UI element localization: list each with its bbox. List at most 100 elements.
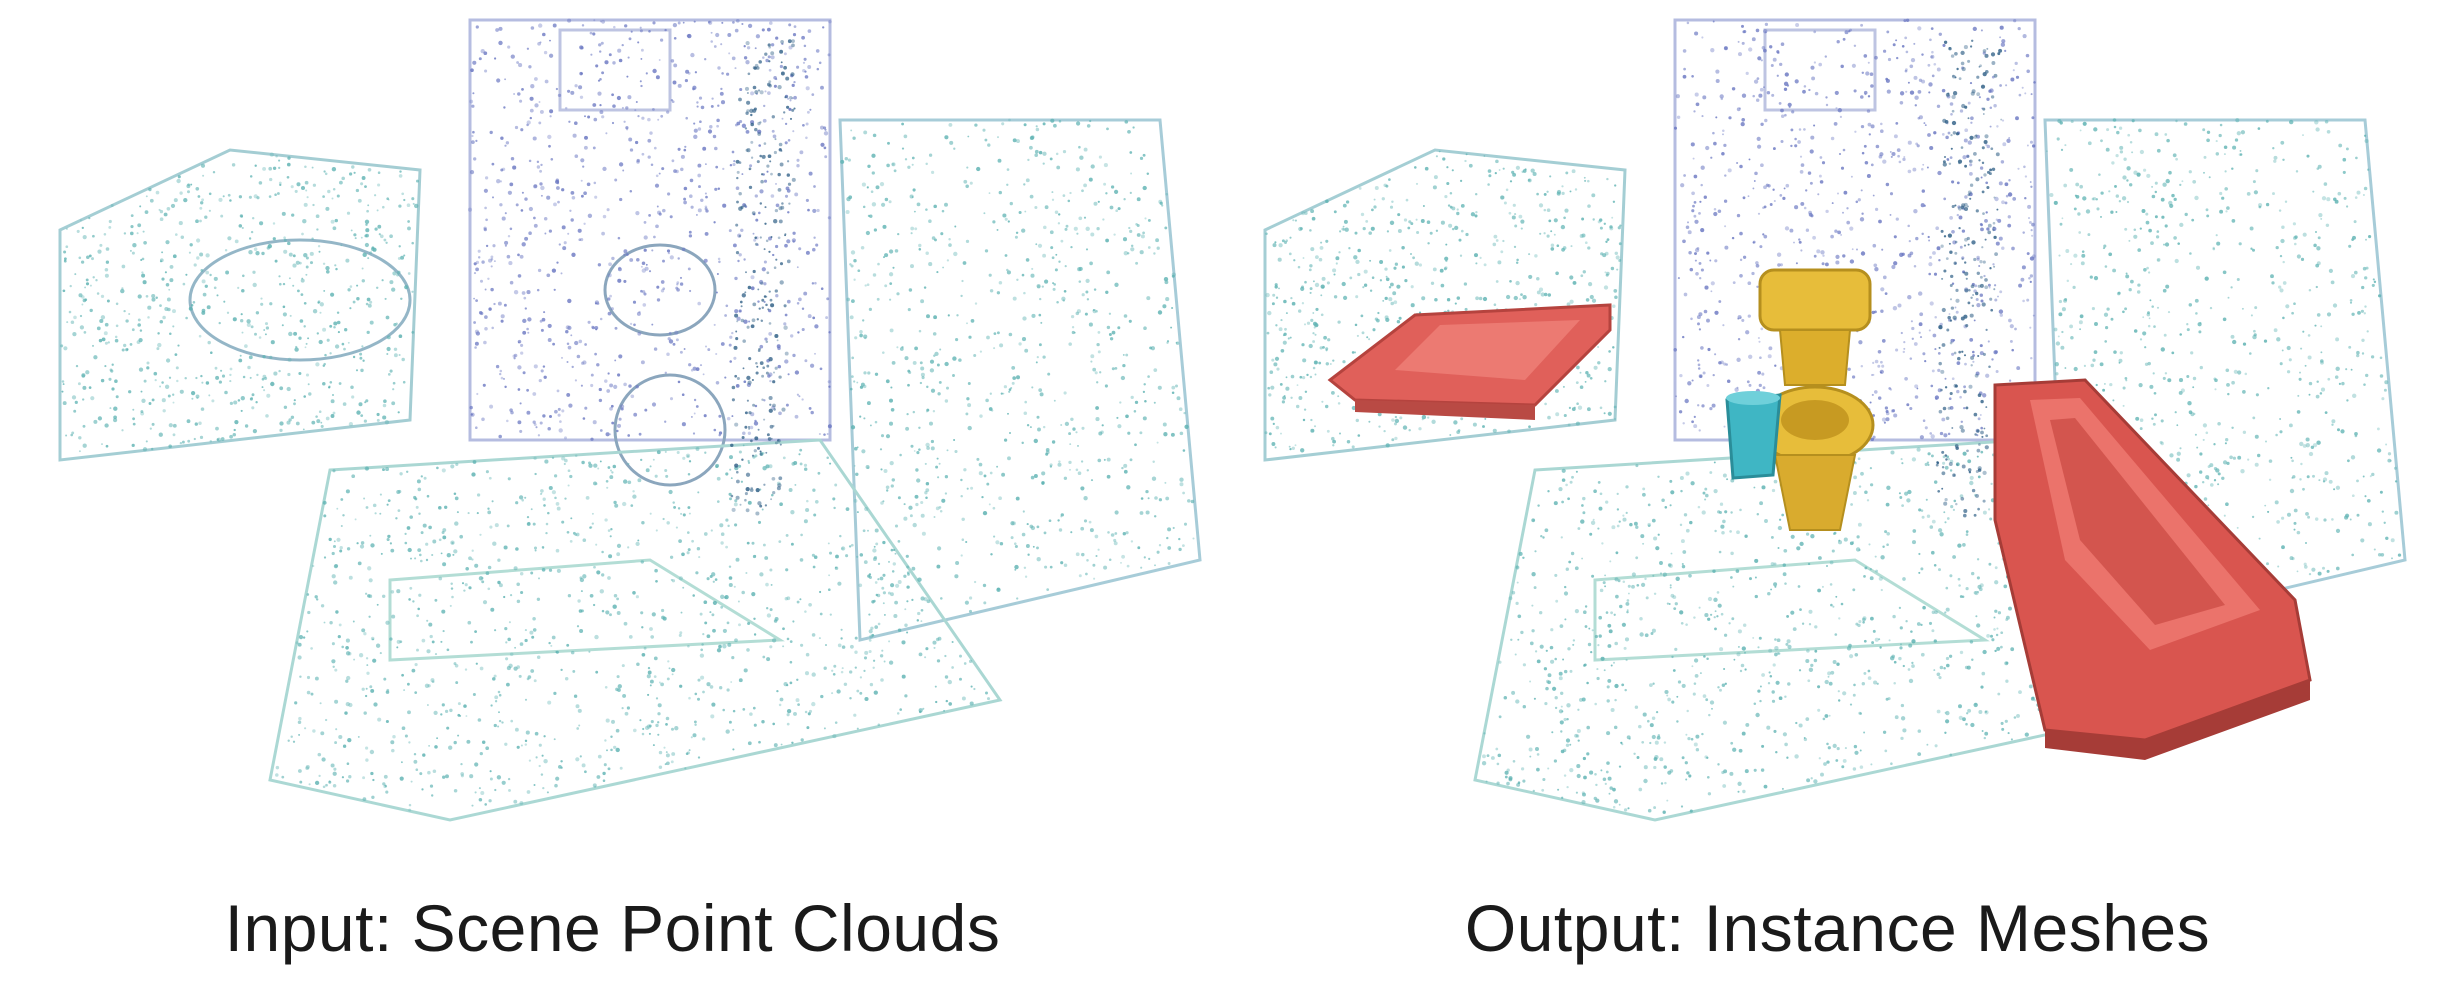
point	[769, 379, 772, 383]
point	[340, 498, 344, 501]
point	[969, 596, 973, 600]
point	[697, 301, 701, 306]
point	[735, 223, 739, 227]
point	[635, 595, 639, 599]
point	[944, 654, 947, 658]
point	[391, 748, 395, 753]
point	[1799, 170, 1804, 174]
point	[897, 540, 901, 543]
point	[748, 167, 752, 171]
point	[1945, 135, 1949, 140]
point	[783, 111, 786, 114]
point	[920, 299, 925, 304]
point	[725, 472, 729, 476]
point	[293, 399, 296, 402]
point	[340, 524, 343, 528]
point	[1288, 445, 1291, 448]
point	[586, 182, 591, 187]
point	[392, 734, 396, 739]
point	[715, 165, 719, 169]
point	[773, 219, 778, 224]
point	[382, 205, 385, 209]
point	[1009, 201, 1013, 206]
point	[279, 421, 284, 426]
point	[564, 497, 567, 500]
point	[961, 696, 966, 701]
point	[1310, 318, 1314, 322]
point	[1089, 261, 1093, 266]
point	[1983, 274, 1986, 278]
point	[413, 759, 418, 764]
point	[813, 236, 816, 239]
point	[642, 727, 645, 731]
point	[623, 253, 626, 256]
point	[1916, 144, 1920, 148]
point	[474, 630, 477, 633]
point	[770, 43, 775, 47]
point	[1970, 116, 1974, 121]
point	[1036, 557, 1041, 562]
point	[93, 355, 98, 360]
point	[641, 652, 646, 657]
point	[988, 407, 993, 411]
point	[1867, 61, 1870, 64]
point	[408, 598, 411, 601]
point	[1872, 435, 1876, 439]
point	[789, 640, 793, 643]
point	[1846, 207, 1849, 210]
point	[1492, 428, 1497, 433]
point	[785, 568, 789, 572]
point	[1687, 381, 1692, 386]
point	[382, 415, 387, 420]
point	[1060, 239, 1064, 243]
point	[123, 309, 126, 313]
point	[1901, 252, 1905, 256]
point	[580, 590, 583, 593]
point	[159, 217, 164, 222]
point	[871, 171, 875, 175]
point	[417, 548, 422, 553]
point	[1736, 161, 1739, 165]
point	[298, 635, 304, 640]
point	[1928, 262, 1933, 267]
point	[877, 562, 881, 566]
point	[195, 394, 200, 399]
point	[306, 196, 309, 199]
point	[1998, 181, 2003, 186]
point	[576, 625, 580, 628]
point	[1097, 331, 1101, 334]
point	[1999, 313, 2003, 317]
point	[566, 360, 569, 364]
point	[1695, 271, 1699, 276]
point	[524, 743, 528, 746]
point	[290, 415, 295, 420]
point	[607, 767, 611, 771]
point	[1122, 363, 1126, 368]
point	[555, 178, 559, 182]
point	[873, 690, 878, 695]
point	[606, 389, 611, 393]
point	[281, 324, 284, 327]
point	[1025, 178, 1030, 183]
point	[1800, 201, 1805, 206]
point	[1918, 291, 1923, 296]
point	[686, 551, 690, 555]
point	[647, 693, 650, 696]
point	[1698, 261, 1702, 265]
point	[920, 372, 925, 377]
point	[813, 185, 816, 188]
point	[338, 382, 342, 385]
point	[714, 146, 718, 151]
point	[1699, 277, 1702, 280]
point	[305, 764, 310, 770]
point	[781, 42, 784, 46]
point	[1071, 330, 1075, 335]
point	[2031, 144, 2036, 148]
point	[674, 330, 679, 335]
point	[1092, 563, 1096, 567]
point	[593, 481, 597, 486]
point	[1799, 155, 1803, 158]
point	[606, 208, 610, 212]
point	[172, 325, 175, 328]
point	[1975, 371, 1980, 376]
